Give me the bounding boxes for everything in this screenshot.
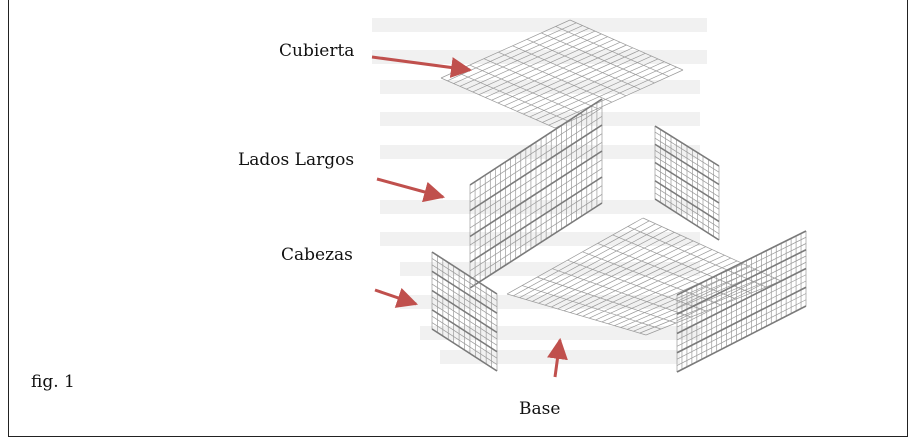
cabeza-panel-front [431,251,498,372]
cubierta-panel [440,19,684,129]
base-panel [506,217,782,336]
cubierta-arrow [371,55,473,78]
background-text-bleed [372,18,707,364]
figure-caption: fig. 1 [31,372,75,392]
base-arrow [547,337,568,378]
base-label: Base [519,399,561,419]
cabezas-label: Cabezas [281,245,353,265]
lado-largo-panel-back [469,98,603,289]
cabezas-arrow [374,287,418,308]
lados-largos-label: Lados Largos [238,150,355,170]
lado-largo-panel-front [676,230,807,373]
lados-largos-arrow [376,177,446,203]
cabeza-panel-back [654,125,720,241]
cubierta-label: Cubierta [279,41,355,61]
